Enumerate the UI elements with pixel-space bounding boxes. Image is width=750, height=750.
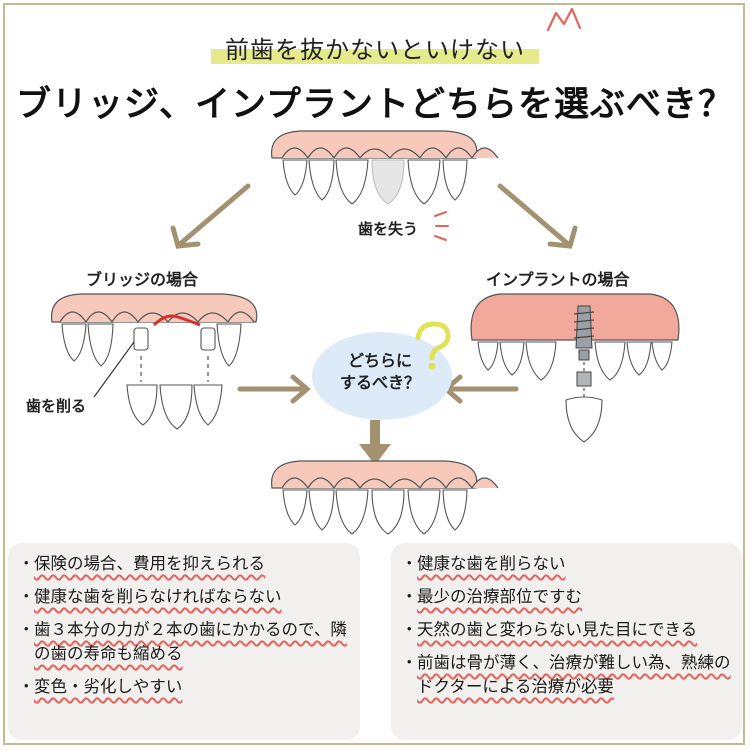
list-item: ・最少の治療部位ですむ bbox=[401, 587, 582, 606]
subtitle: 前歯を抜かないといけない bbox=[211, 30, 539, 65]
implant-arch bbox=[470, 293, 680, 443]
question-mark-icon bbox=[415, 321, 451, 370]
arrow-implant-to-question bbox=[442, 374, 519, 404]
arrow-bridge-to-question bbox=[237, 374, 311, 404]
list-item: ・健康な歯を削らない bbox=[401, 554, 566, 573]
arrow-down-to-result bbox=[359, 420, 391, 465]
bridge-arch bbox=[50, 293, 258, 430]
implant-heading: インプラントの場合 bbox=[486, 270, 630, 289]
question-bubble bbox=[312, 332, 452, 420]
lose-tooth-label: 歯を失う bbox=[358, 220, 419, 238]
arrow-to-bridge bbox=[170, 183, 251, 249]
subtitle-text: 前歯を抜かないといけない bbox=[225, 36, 525, 64]
list-item: ・前歯は骨が薄く、治療が難しい為、熟練のドクターによる治療が必要 bbox=[401, 653, 731, 696]
list-item: ・変色・劣化しやすい bbox=[18, 677, 183, 696]
implant-points-panel: ・健康な歯を削らない ・最少の治療部位ですむ ・天然の歯と変わらない見た目にでき… bbox=[391, 543, 742, 740]
arrow-to-implant bbox=[497, 183, 578, 249]
list-item: ・歯３本分の力が２本の歯にかかるので、隣の歯の寿命も縮める bbox=[18, 620, 347, 663]
bottom-arch-result bbox=[270, 460, 499, 535]
page-title: ブリッジ、インプラントどちらを選ぶべき？ bbox=[16, 85, 734, 125]
implant-points-list: ・健康な歯を削らない ・最少の治療部位ですむ ・天然の歯と変わらない見た目にでき… bbox=[391, 543, 742, 699]
list-item: ・天然の歯と変わらない見た目にできる bbox=[401, 620, 698, 639]
subtitle-row: 前歯を抜かないといけない bbox=[0, 30, 750, 65]
crown-accent-icon bbox=[546, 7, 582, 32]
list-item: ・保険の場合、費用を抑えられる bbox=[18, 554, 265, 573]
bridge-points-list: ・保険の場合、費用を抑えられる ・健康な歯を削らなければならない ・歯３本分の力… bbox=[8, 543, 360, 699]
top-arch-missing-tooth bbox=[270, 130, 499, 205]
list-item: ・健康な歯を削らなければならない bbox=[18, 587, 282, 606]
sparkle-icon bbox=[434, 211, 449, 241]
bridge-heading: ブリッジの場合 bbox=[86, 270, 199, 289]
question-bubble-text: どちらに するべき？ bbox=[339, 351, 420, 392]
bridge-points-panel: ・保険の場合、費用を抑えられる ・健康な歯を削らなければならない ・歯３本分の力… bbox=[8, 543, 360, 740]
shave-tooth-label: 歯を削る bbox=[26, 397, 87, 415]
